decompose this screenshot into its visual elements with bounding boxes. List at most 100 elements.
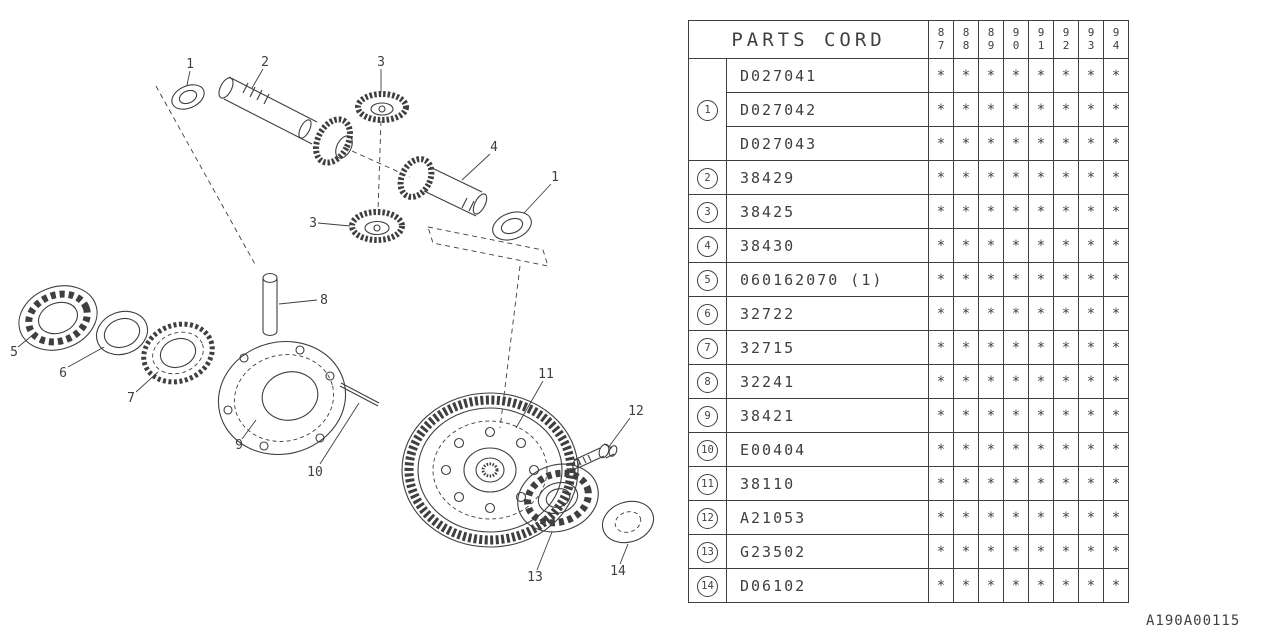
callout-3a: 3 xyxy=(377,55,385,70)
ref-number-cell: 2 xyxy=(688,160,727,195)
differential-exploded-view: 1 2 3 3 4 1 5 6 7 8 9 10 11 12 13 14 xyxy=(10,55,655,585)
availability-mark: * xyxy=(978,398,1005,433)
availability-mark: * xyxy=(978,432,1005,467)
callout-3b: 3 xyxy=(309,216,317,231)
circled-ref-number: 5 xyxy=(697,269,718,291)
parts-table-row: D027042******** xyxy=(689,92,1130,127)
ref-number-cell: 8 xyxy=(688,364,727,399)
bearing-drawing-5 xyxy=(18,285,98,351)
callout-2: 2 xyxy=(261,55,269,70)
circled-ref-number: 1 xyxy=(697,99,718,121)
availability-mark: * xyxy=(1003,432,1030,467)
availability-mark: * xyxy=(1003,160,1030,195)
spider-gear-top-drawing xyxy=(355,91,409,123)
callout-14: 14 xyxy=(610,564,626,579)
part-number-cell: 32241 xyxy=(725,364,930,399)
availability-mark: * xyxy=(1053,398,1080,433)
availability-mark: * xyxy=(1078,228,1105,263)
availability-mark: * xyxy=(1103,398,1130,433)
availability-mark: * xyxy=(1078,534,1105,569)
parts-table-row: D027043******** xyxy=(689,126,1130,161)
circled-ref-number: 8 xyxy=(697,371,718,393)
circled-ref-number: 2 xyxy=(697,167,718,189)
availability-mark: * xyxy=(1078,92,1105,127)
availability-mark: * xyxy=(1028,500,1055,535)
availability-mark: * xyxy=(1003,126,1030,161)
availability-mark: * xyxy=(1003,58,1030,93)
callout-13: 13 xyxy=(527,570,543,585)
availability-mark: * xyxy=(1053,160,1080,195)
availability-mark: * xyxy=(1078,160,1105,195)
availability-mark: * xyxy=(1053,126,1080,161)
availability-mark: * xyxy=(1103,500,1130,535)
part-number-cell: G23502 xyxy=(725,534,930,569)
availability-mark: * xyxy=(1003,534,1030,569)
part-number-cell: 32715 xyxy=(725,330,930,365)
availability-mark: * xyxy=(928,466,955,501)
availability-mark: * xyxy=(953,262,980,297)
availability-mark: * xyxy=(978,92,1005,127)
availability-mark: * xyxy=(1003,228,1030,263)
shim-drawing-6 xyxy=(95,310,149,356)
availability-mark: * xyxy=(1003,262,1030,297)
availability-mark: * xyxy=(1028,330,1055,365)
availability-mark: * xyxy=(978,262,1005,297)
availability-mark: * xyxy=(978,58,1005,93)
pinion-shaft-drawing xyxy=(218,76,353,166)
callout-8: 8 xyxy=(320,293,328,308)
availability-mark: * xyxy=(928,398,955,433)
availability-mark: * xyxy=(928,92,955,127)
availability-mark: * xyxy=(1003,194,1030,229)
availability-mark: * xyxy=(1028,534,1055,569)
availability-mark: * xyxy=(1028,568,1055,603)
availability-mark: * xyxy=(1053,262,1080,297)
availability-mark: * xyxy=(978,466,1005,501)
assembly-diagram: 1 2 3 3 4 1 5 6 7 8 9 10 11 12 13 14 xyxy=(10,55,655,585)
availability-mark: * xyxy=(1078,466,1105,501)
circled-ref-number: 12 xyxy=(697,507,718,529)
availability-mark: * xyxy=(928,126,955,161)
ref-number-cell: 4 xyxy=(688,228,727,263)
circled-ref-number: 7 xyxy=(697,337,718,359)
availability-mark: * xyxy=(1003,568,1030,603)
availability-mark: * xyxy=(978,330,1005,365)
circled-ref-number: 10 xyxy=(697,439,718,461)
part-number-cell: 060162070 (1) xyxy=(725,262,930,297)
availability-mark: * xyxy=(1103,160,1130,195)
ring-drawing-7 xyxy=(141,321,215,385)
part-number-cell: 38110 xyxy=(725,466,930,501)
availability-mark: * xyxy=(1028,262,1055,297)
availability-mark: * xyxy=(953,194,980,229)
availability-mark: * xyxy=(1053,500,1080,535)
availability-mark: * xyxy=(1053,58,1080,93)
availability-mark: * xyxy=(1103,92,1130,127)
callout-4: 4 xyxy=(490,140,498,155)
availability-mark: * xyxy=(953,364,980,399)
availability-mark: * xyxy=(1078,568,1105,603)
pinion-pin-drawing xyxy=(262,272,278,337)
callout-6: 6 xyxy=(59,366,67,381)
availability-mark: * xyxy=(1078,194,1105,229)
part-number-cell: A21053 xyxy=(725,500,930,535)
availability-mark: * xyxy=(1053,466,1080,501)
availability-mark: * xyxy=(1078,262,1105,297)
washer-drawing-1a xyxy=(171,84,205,110)
availability-mark: * xyxy=(1003,398,1030,433)
availability-mark: * xyxy=(1003,364,1030,399)
availability-mark: * xyxy=(1028,126,1055,161)
part-number-cell: 38430 xyxy=(725,228,930,263)
availability-mark: * xyxy=(928,364,955,399)
